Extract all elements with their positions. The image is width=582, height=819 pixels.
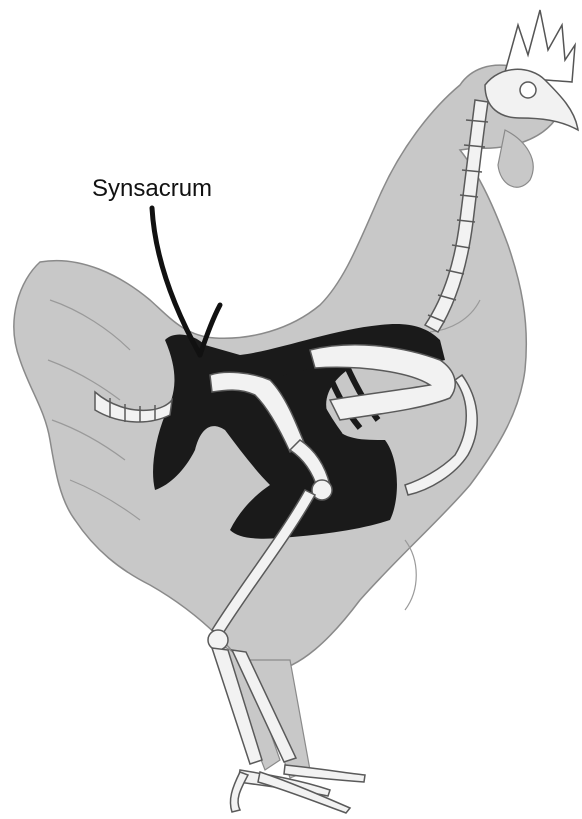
ankle-joint [208,630,228,650]
toes [230,772,248,812]
toes [284,765,365,782]
synsacrum-label: Synsacrum [92,175,212,202]
knee-joint [312,480,332,500]
eye-socket [520,82,536,98]
